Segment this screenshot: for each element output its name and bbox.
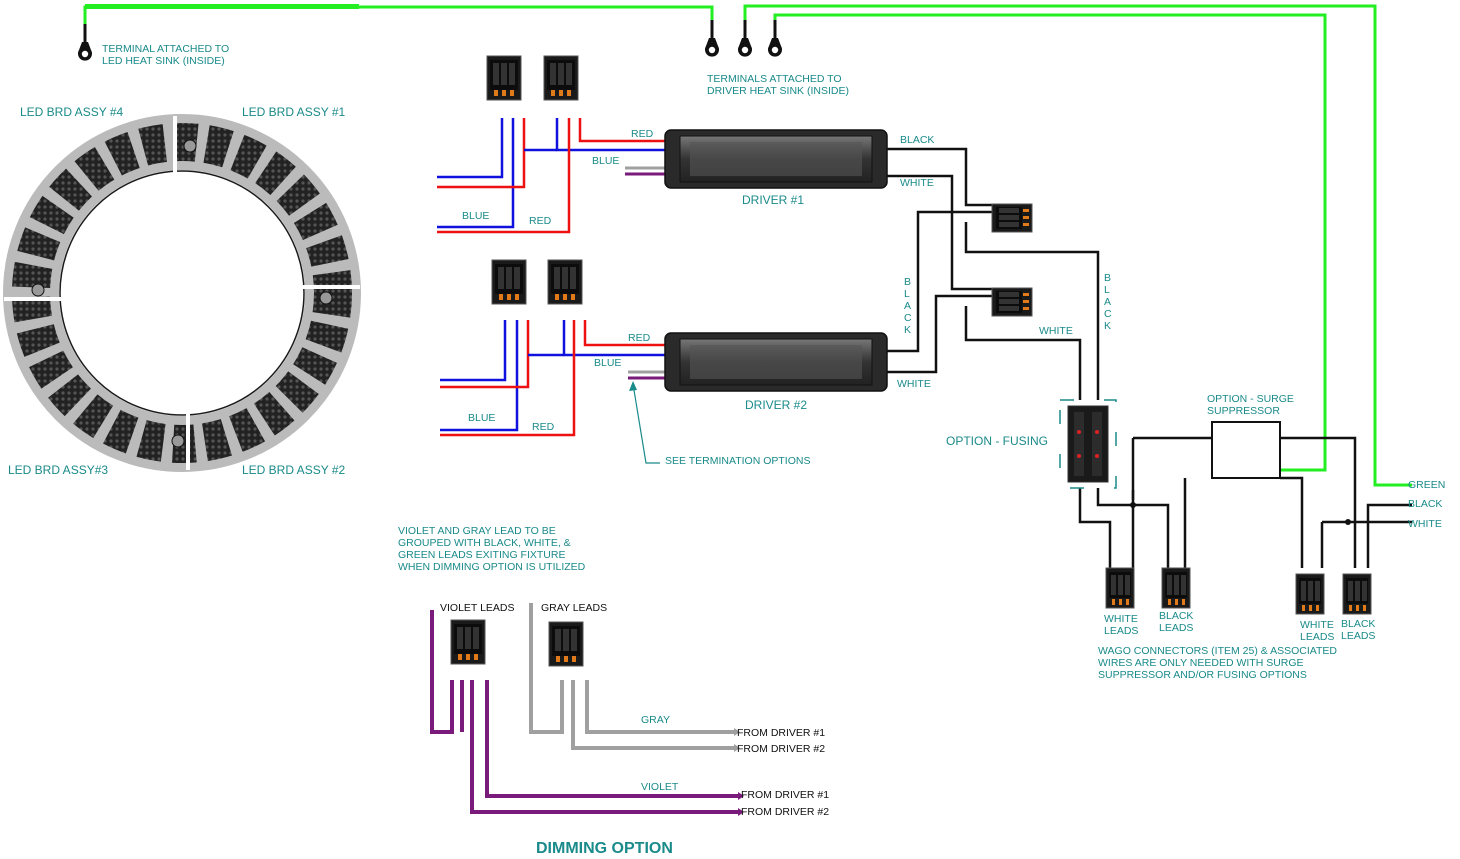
driver1-input-wires	[437, 118, 668, 234]
driver1-feed-red-label: RED	[529, 215, 552, 227]
fuse-holder	[1059, 399, 1117, 489]
driver2-feed-red-label: RED	[532, 421, 555, 433]
termination-leader	[632, 383, 660, 464]
wago-note-1: WAGO CONNECTORS (ITEM 25) & ASSOCIATED	[1098, 645, 1337, 657]
dimming-note-3: GREEN LEADS EXITING FIXTURE	[398, 549, 565, 561]
svg-text:B: B	[1104, 272, 1111, 284]
surge-label-1: OPTION - SURGE	[1207, 393, 1294, 405]
driver2-white-label: WHITE	[897, 378, 931, 390]
svg-text:L: L	[1104, 284, 1110, 296]
driver1-label: DRIVER #1	[742, 193, 804, 207]
wago-white-leads-2	[1295, 573, 1325, 615]
driver1-black-label: BLACK	[900, 134, 934, 146]
fusing-option-label: OPTION - FUSING	[946, 434, 1048, 448]
wago4-label-1: BLACK	[1341, 618, 1375, 630]
driver1-wago-connector-right	[543, 55, 579, 101]
wago-black-leads-2	[1342, 573, 1372, 615]
termination-note: SEE TERMINATION OPTIONS	[665, 455, 810, 467]
driver-terminal-label-1: TERMINALS ATTACHED TO	[707, 73, 842, 85]
wago1-label-1: WHITE	[1104, 613, 1138, 625]
violet-from-driver1: FROM DRIVER #1	[741, 789, 829, 801]
violet-leads-label: VIOLET LEADS	[440, 602, 515, 614]
vertical-black-left: B L A C K	[904, 276, 912, 336]
svg-text:C: C	[1104, 308, 1112, 320]
dimming-note-1: VIOLET AND GRAY LEAD TO BE	[398, 525, 556, 537]
wago1-label-2: LEADS	[1104, 625, 1138, 637]
svg-text:A: A	[904, 300, 911, 312]
driver2-red-label: RED	[628, 332, 651, 344]
wago-black-leads-1	[1161, 567, 1191, 609]
violet-wire-label: VIOLET	[641, 781, 679, 793]
violet-from-driver2: FROM DRIVER #2	[741, 806, 829, 818]
surge-suppressor-box	[1211, 421, 1281, 479]
driver-terminal-label-2: DRIVER HEAT SINK (INSIDE)	[707, 85, 849, 97]
surge-label-2: SUPPRESSOR	[1207, 405, 1280, 417]
wago2-label-1: BLACK	[1159, 610, 1193, 622]
svg-text:K: K	[904, 324, 911, 336]
driver-ring-terminal-icon	[703, 18, 721, 59]
driver1-wago-connector-left	[486, 55, 522, 101]
led-terminal-label-2: LED HEAT SINK (INSIDE)	[102, 55, 225, 67]
driver1-body	[664, 129, 888, 189]
driver1-blue-label: BLUE	[592, 155, 619, 167]
gray-wire-label: GRAY	[641, 714, 670, 726]
gray-leads-label: GRAY LEADS	[541, 602, 607, 614]
dimming-option-title: DIMMING OPTION	[536, 840, 673, 857]
driver1-feed-blue-label: BLUE	[462, 210, 489, 222]
driver-ring-terminal-icon	[736, 18, 754, 59]
wago3-label-1: WHITE	[1300, 619, 1334, 631]
wago-note-2: WIRES ARE ONLY NEEDED WITH SURGE	[1098, 657, 1304, 669]
gray-wago-connector	[548, 621, 584, 667]
svg-text:B: B	[904, 276, 911, 288]
driver2-feed-blue-label: BLUE	[468, 412, 495, 424]
driver1-white-label: WHITE	[900, 177, 934, 189]
lead-green-label: GREEN	[1408, 479, 1445, 491]
ground-wire-thick	[85, 4, 359, 9]
wago2-label-2: LEADS	[1159, 622, 1193, 634]
driver1-red-label: RED	[631, 128, 654, 140]
svg-text:L: L	[904, 288, 910, 300]
wago-white-leads-1	[1105, 567, 1135, 609]
driver2-input-wires	[440, 320, 668, 437]
splice-connector-upper	[991, 203, 1033, 233]
svg-text:C: C	[904, 312, 912, 324]
white-mid-label: WHITE	[1039, 325, 1073, 337]
gray-from-driver2: FROM DRIVER #2	[737, 743, 825, 755]
driver2-blue-label: BLUE	[594, 357, 621, 369]
dimming-note-4: WHEN DIMMING OPTION IS UTILIZED	[398, 561, 586, 573]
termination-arrow-icon	[629, 381, 637, 391]
svg-text:K: K	[1104, 320, 1111, 332]
driver-ring-terminal-icon	[766, 18, 784, 59]
driver2-wago-connector-right	[547, 259, 583, 305]
driver2-label: DRIVER #2	[745, 398, 807, 412]
lead-black-label: BLACK	[1408, 498, 1442, 510]
led-board-3-label: LED BRD ASSY#3	[8, 463, 108, 477]
gray-from-driver1: FROM DRIVER #1	[737, 727, 825, 739]
wago-note-3: SUPPRESSOR AND/OR FUSING OPTIONS	[1098, 669, 1307, 681]
wago4-label-2: LEADS	[1341, 630, 1375, 642]
violet-dimming-wires	[430, 610, 738, 814]
dimming-note-2: GROUPED WITH BLACK, WHITE, &	[398, 537, 571, 549]
svg-text:A: A	[1104, 296, 1111, 308]
vertical-black-right: B L A C K	[1104, 272, 1112, 332]
led-board-4-label: LED BRD ASSY #4	[20, 105, 123, 119]
output-wires	[887, 147, 1412, 568]
led-ring-terminal-icon	[76, 22, 94, 63]
driver2-body	[664, 332, 888, 392]
gray-dimming-wires	[529, 603, 734, 750]
led-board-2-label: LED BRD ASSY #2	[242, 463, 345, 477]
violet-wago-connector	[450, 619, 486, 665]
driver2-wago-connector-left	[491, 259, 527, 305]
lead-white-label: WHITE	[1408, 518, 1442, 530]
wago3-label-2: LEADS	[1300, 631, 1334, 643]
led-ring	[3, 114, 361, 472]
led-terminal-label-1: TERMINAL ATTACHED TO	[102, 43, 229, 55]
splice-connector-lower	[991, 287, 1033, 317]
led-board-1-label: LED BRD ASSY #1	[242, 105, 345, 119]
